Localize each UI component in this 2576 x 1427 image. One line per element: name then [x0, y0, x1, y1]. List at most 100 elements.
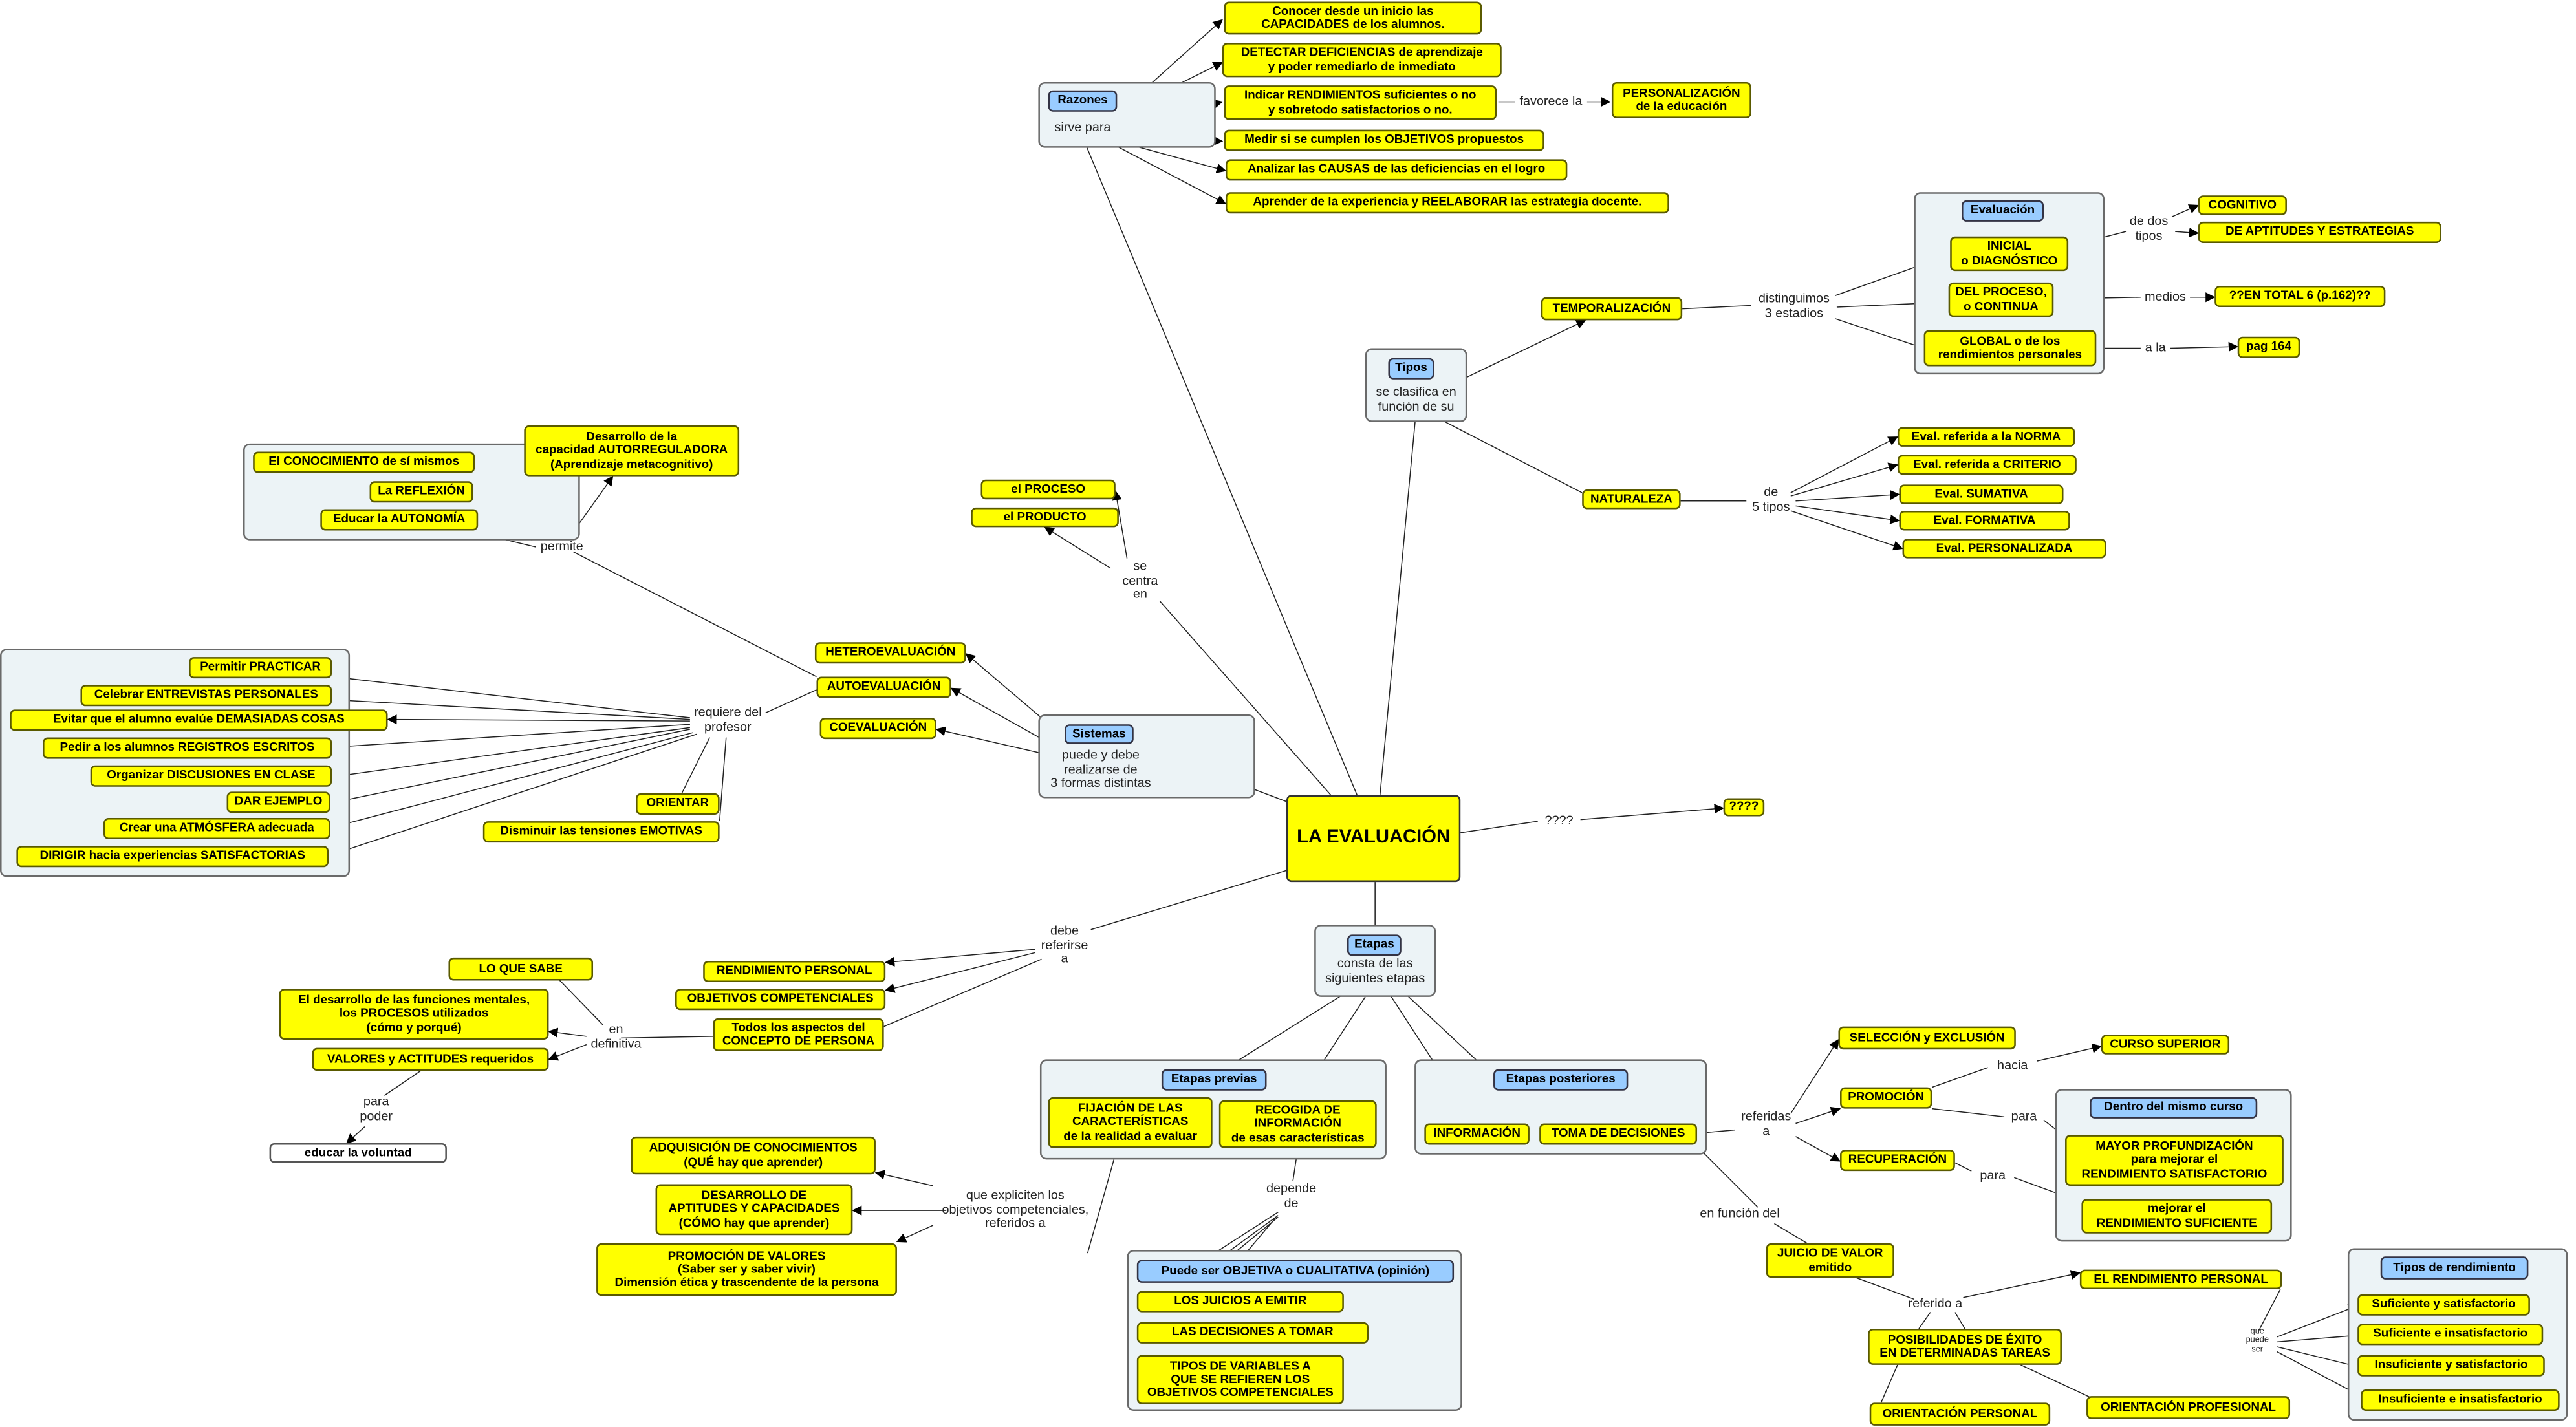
concept-autonomia[interactable]: Educar la AUTONOMÍA: [320, 509, 479, 531]
concept-funciones[interactable]: El desarrollo de las funciones mentales,…: [279, 989, 549, 1040]
line-connector: [384, 1070, 421, 1096]
concept-insuf-sat[interactable]: Insuficiente y satisfactorio: [2357, 1355, 2545, 1377]
concept-personalizada[interactable]: Eval. PERSONALIZADA: [1902, 539, 2106, 559]
concept-c-deficiencias[interactable]: DETECTAR DEFICIENCIAS de aprendizaje y p…: [1222, 43, 1502, 78]
concept-c-causas[interactable]: Analizar las CAUSAS de las deficiencias …: [1225, 159, 1568, 181]
concept-informacion[interactable]: INFORMACIÓN: [1424, 1123, 1530, 1145]
header-tipos[interactable]: Tipos: [1388, 358, 1434, 380]
concept-toma[interactable]: TOMA DE DECISIONES: [1539, 1123, 1698, 1145]
arrow-connector: [330, 695, 690, 720]
header-objetiva[interactable]: Puede ser OBJETIVA o CUALITATIVA (opinió…: [1136, 1260, 1455, 1283]
line-connector: [1090, 870, 1287, 930]
link-label-puede-debe: puede y debe realizarse de 3 formas dist…: [1050, 747, 1151, 791]
concept-c-capacidades[interactable]: Conocer desde un inicio las CAPACIDADES …: [1224, 1, 1482, 35]
header-sistemas[interactable]: Sistemas: [1065, 724, 1134, 744]
concept-orientar[interactable]: ORIENTAR: [636, 793, 720, 815]
header-etapas-previas[interactable]: Etapas previas: [1161, 1069, 1267, 1091]
concept-rend-personal[interactable]: RENDIMIENTO PERSONAL: [703, 961, 886, 983]
concept-juicios[interactable]: LOS JUICIOS A EMITIR: [1136, 1291, 1344, 1313]
concept-auto[interactable]: AUTOEVALUACIÓN: [816, 676, 951, 698]
concept-autorreguladora[interactable]: Desarrollo de la capacidad AUTORREGULADO…: [524, 425, 740, 477]
arrow-connector: [330, 724, 690, 752]
concept-formativa[interactable]: Eval. FORMATIVA: [1899, 511, 2070, 531]
concept-conocimiento[interactable]: El CONOCIMIENTO de sí mismos: [253, 451, 475, 473]
header-etapas-post[interactable]: Etapas posteriores: [1493, 1069, 1629, 1091]
concept-mejorar[interactable]: mejorar el RENDIMIENTO SUFICIENTE: [2081, 1199, 2273, 1234]
concept-valores-act[interactable]: VALORES y ACTITUDES requeridos: [312, 1047, 549, 1071]
concept-desarrollo-apt[interactable]: DESARROLLO DE APTITUDES Y CAPACIDADES (C…: [655, 1184, 853, 1236]
concept-recuperacion[interactable]: RECUPERACIÓN: [1840, 1150, 1955, 1172]
concept-criterio[interactable]: Eval. referida a CRITERIO: [1897, 455, 2077, 475]
concept-el-rendimiento[interactable]: EL RENDIMIENTO PERSONAL: [2079, 1269, 2282, 1290]
concept-insuf-insat[interactable]: Insuficiente e insatisfactorio: [2361, 1389, 2560, 1411]
arrow-connector: [1795, 505, 1900, 524]
concept-temporalizacion[interactable]: TEMPORALIZACIÓN: [1541, 297, 1683, 321]
header-mismo-curso[interactable]: Dentro del mismo curso: [2090, 1097, 2258, 1119]
concept-variables[interactable]: TIPOS DE VARIABLES A QUE SE REFIEREN LOS…: [1136, 1355, 1344, 1404]
line-connector: [681, 737, 711, 794]
concept-practicar[interactable]: Permitir PRACTICAR: [189, 657, 332, 679]
concept-juicio-valor[interactable]: JUICIO DE VALOR emitido: [1766, 1243, 1894, 1278]
concept-promocion[interactable]: PROMOCIÓN: [1840, 1087, 1932, 1109]
concept-promocion-valores[interactable]: PROMOCIÓN DE VALORES (Saber ser y saber …: [596, 1243, 897, 1296]
arrow-connector: [346, 1126, 365, 1144]
concept-suf-insat[interactable]: Suficiente e insatisfactorio: [2357, 1324, 2544, 1346]
header-tipos-rend[interactable]: Tipos de rendimiento: [2380, 1256, 2529, 1280]
concept-posibilidades[interactable]: POSIBILIDADES DE ÉXITO EN DETERMINADAS T…: [1868, 1329, 2062, 1365]
header-etapas[interactable]: Etapas: [1347, 934, 1402, 956]
concept-global[interactable]: GLOBAL o de los rendimientos personales: [1923, 330, 2097, 367]
arrow-connector: [329, 732, 694, 831]
concept-c-rendimientos[interactable]: Indicar RENDIMIENTOS suficientes o no y …: [1224, 85, 1497, 120]
concept-coeval[interactable]: COEVALUACIÓN: [819, 718, 936, 740]
concept-suf-sat[interactable]: Suficiente y satisfactorio: [2357, 1294, 2530, 1316]
arrow-connector: [1795, 1136, 1841, 1162]
concept-q-node[interactable]: ????: [1723, 798, 1765, 817]
concept-pag164[interactable]: pag 164: [2237, 336, 2300, 358]
concept-satisfactorias[interactable]: DIRIGIR hacia experiencias SATISFACTORIA…: [16, 846, 329, 868]
arrow-connector: [884, 949, 1035, 967]
arrow-connector: [1790, 462, 1899, 497]
concept-del-proceso[interactable]: DEL PROCESO, o CONTINUA: [1948, 282, 2054, 317]
concept-norma[interactable]: Eval. referida a la NORMA: [1897, 427, 2075, 447]
link-label-debe-referirse: debe referirse a: [1041, 923, 1088, 967]
concept-hetero[interactable]: HETEROEVALUACIÓN: [814, 642, 966, 664]
concept-emotivas[interactable]: Disminuir las tensiones EMOTIVAS: [482, 821, 720, 843]
main-concept-main[interactable]: LA EVALUACIÓN: [1286, 795, 1461, 883]
concept-decisiones[interactable]: LAS DECISIONES A TOMAR: [1136, 1322, 1369, 1344]
concept-cognitivo[interactable]: COGNITIVO: [2198, 195, 2287, 215]
concept-obj-comp[interactable]: OBJETIVOS COMPETENCIALES: [675, 989, 886, 1011]
concept-en-total[interactable]: ??EN TOTAL 6 (p.162)??: [2214, 285, 2386, 308]
concept-c-objetivos[interactable]: Medir si se cumplen los OBJETIVOS propue…: [1224, 129, 1544, 151]
concept-fijacion[interactable]: FIJACIÓN DE LAS CARACTERÍSTICAS de la re…: [1048, 1097, 1213, 1148]
concept-recogida[interactable]: RECOGIDA DE INFORMACIÓN de esas caracter…: [1218, 1100, 1377, 1148]
concept-voluntad[interactable]: educar la voluntad: [269, 1143, 447, 1163]
concept-discusiones[interactable]: Organizar DISCUSIONES EN CLASE: [90, 765, 332, 787]
concept-registros[interactable]: Pedir a los alumnos REGISTROS ESCRITOS: [43, 737, 332, 759]
concept-el-proceso[interactable]: el PROCESO: [980, 479, 1116, 500]
concept-seleccion[interactable]: SELECCIÓN y EXCLUSIÓN: [1838, 1026, 2016, 1050]
concept-adquisicion[interactable]: ADQUISICIÓN DE CONOCIMIENTOS (QUÉ hay qu…: [631, 1136, 876, 1175]
concept-demasiadas[interactable]: Evitar que el alumno evalúe DEMASIADAS C…: [10, 709, 388, 731]
concept-c-personalizacion[interactable]: PERSONALIZACIÓN de la educación: [1611, 82, 1751, 118]
concept-sumativa[interactable]: Eval. SUMATIVA: [1899, 484, 2064, 504]
concept-todos-aspectos[interactable]: Todos los aspectos del CONCEPTO DE PERSO…: [713, 1018, 884, 1051]
header-evaluacion-hdr[interactable]: Evaluación: [1961, 200, 2044, 222]
header-razones[interactable]: Razones: [1048, 90, 1118, 112]
line-connector: [1774, 1223, 1808, 1244]
concept-curso-sup[interactable]: CURSO SUPERIOR: [2101, 1035, 2230, 1055]
concept-c-reelaborar[interactable]: Aprender de la experiencia y REELABORAR …: [1225, 192, 1669, 214]
concept-atmosfera[interactable]: Crear una ATMÓSFERA adecuada: [103, 818, 330, 840]
concept-orient-prof[interactable]: ORIENTACIÓN PROFESIONAL: [2086, 1396, 2291, 1419]
concept-naturaleza[interactable]: NATURALEZA: [1582, 489, 1681, 510]
concept-ejemplo[interactable]: DAR EJEMPLO: [226, 791, 330, 813]
concept-mayor[interactable]: MAYOR PROFUNDIZACIÓN para mejorar el REN…: [2065, 1135, 2284, 1186]
line-connector: [1856, 1277, 1914, 1300]
concept-reflexion[interactable]: La REFLEXIÓN: [369, 481, 473, 503]
concept-inicial[interactable]: INICIAL o DIAGNÓSTICO: [1950, 236, 2069, 272]
concept-lo-que-sabe[interactable]: LO QUE SABE: [448, 957, 594, 981]
concept-aptitudes[interactable]: DE APTITUDES Y ESTRATEGIAS: [2198, 221, 2441, 243]
concept-el-producto[interactable]: el PRODUCTO: [971, 507, 1119, 528]
concept-entrevistas[interactable]: Celebrar ENTREVISTAS PERSONALES: [80, 685, 332, 707]
line-connector: [1880, 1364, 1898, 1403]
concept-orient-personal[interactable]: ORIENTACIÓN PERSONAL: [1869, 1402, 2051, 1426]
